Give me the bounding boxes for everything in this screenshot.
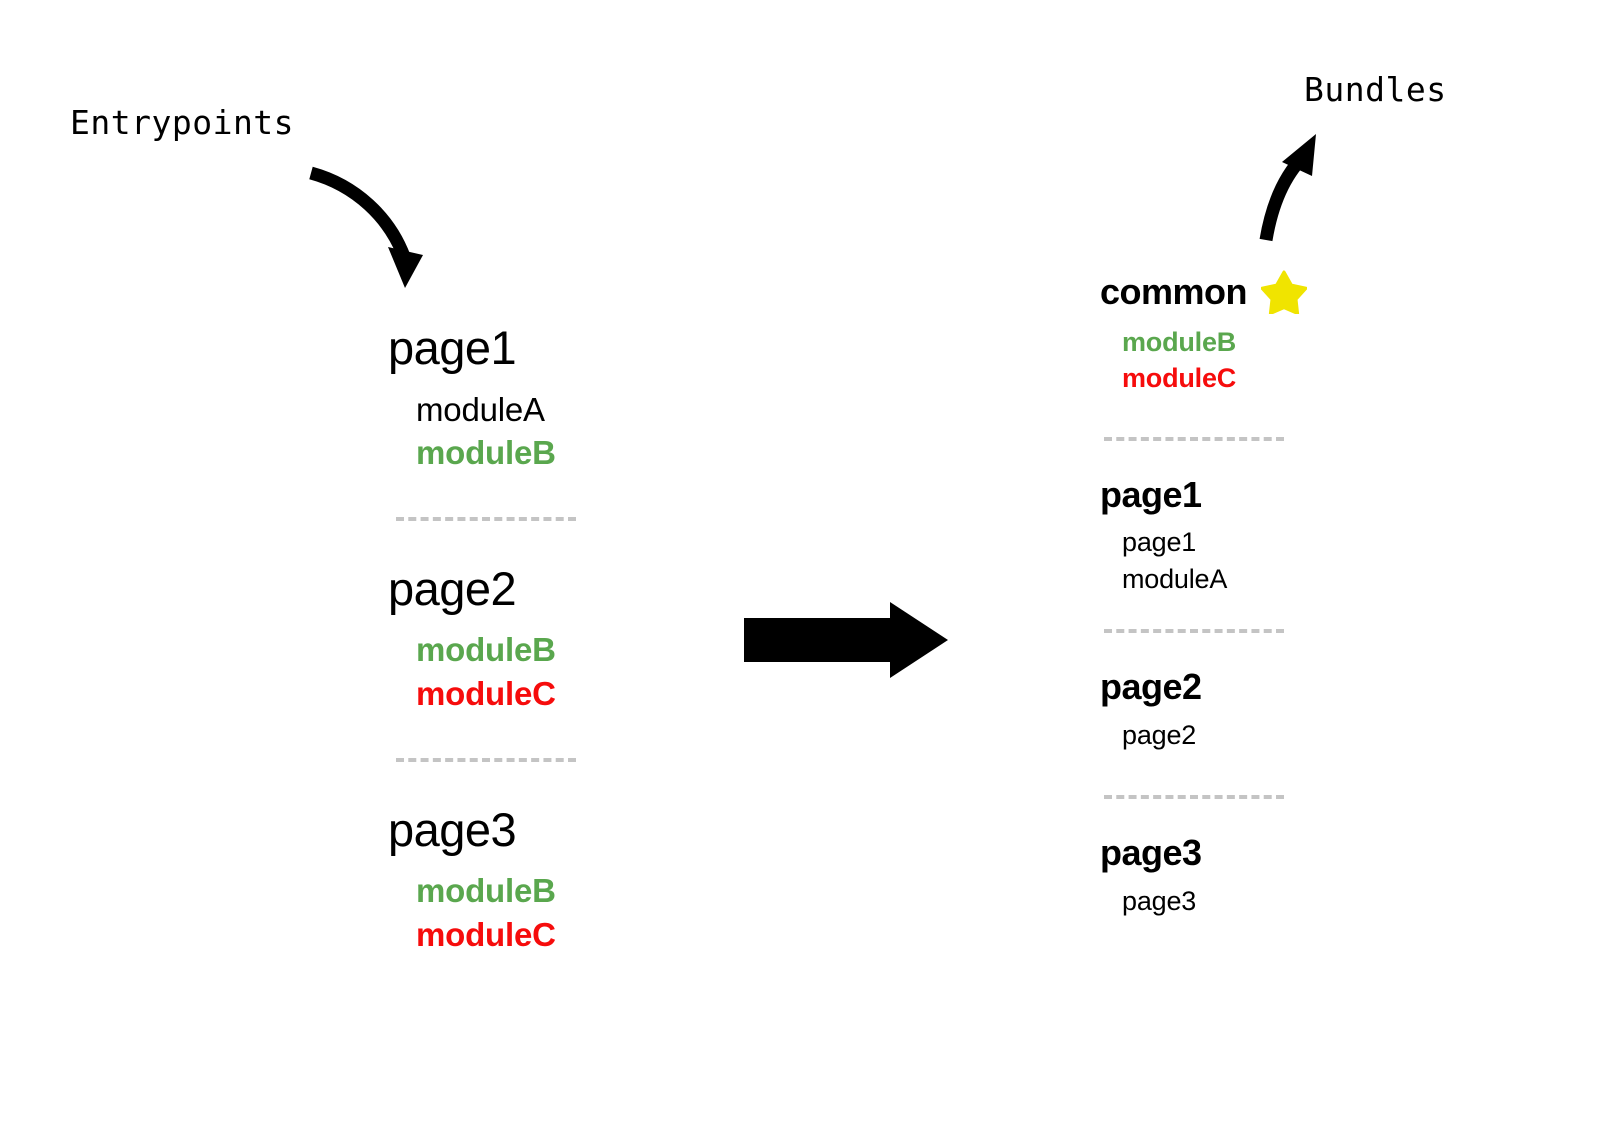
entrypoints-label: Entrypoints xyxy=(70,103,295,142)
bundle-item: page1 xyxy=(1122,527,1197,558)
entrypoint-item: moduleB xyxy=(416,631,556,669)
entrypoint-item-list: moduleA moduleB xyxy=(388,388,688,475)
entrypoint-item: moduleC xyxy=(416,675,556,713)
entrypoint-item-list: moduleB moduleC xyxy=(388,628,688,715)
entrypoint-heading: page1 xyxy=(388,321,517,374)
entrypoint-group-page1: page1 moduleA moduleB xyxy=(388,322,688,475)
bundle-item: moduleB xyxy=(1122,327,1237,357)
bundle-heading-row: page3 xyxy=(1100,833,1420,873)
bundle-heading: page1 xyxy=(1100,473,1202,515)
bundle-item: moduleC xyxy=(1122,363,1237,394)
bundle-group-common: common moduleB moduleC xyxy=(1100,270,1420,397)
bundle-divider xyxy=(1104,795,1284,800)
entrypoints-arrow-icon xyxy=(295,155,435,305)
bundle-heading: page2 xyxy=(1100,666,1202,708)
transform-arrow-icon xyxy=(742,600,952,680)
bundle-item-list: page2 xyxy=(1100,717,1420,753)
bundle-item-list: page3 xyxy=(1100,883,1420,919)
entrypoint-item: moduleB xyxy=(416,434,556,472)
bundle-divider xyxy=(1104,436,1284,441)
bundle-item-list: moduleB moduleC xyxy=(1100,324,1420,397)
bundle-divider xyxy=(1104,629,1284,634)
bundle-heading: common xyxy=(1100,271,1248,313)
bundle-group-page3: page3 page3 xyxy=(1100,833,1420,919)
bundle-heading-row: page2 xyxy=(1100,667,1420,707)
entrypoint-divider xyxy=(396,757,576,762)
bundles-label: Bundles xyxy=(1304,70,1447,109)
bundle-group-page1: page1 page1 moduleA xyxy=(1100,475,1420,597)
entrypoint-group-page3: page3 moduleB moduleC xyxy=(388,802,688,957)
bundle-heading-row: page1 xyxy=(1100,475,1420,515)
entrypoint-heading: page2 xyxy=(388,561,517,615)
bundles-column: common moduleB moduleC page1 page1 modul… xyxy=(1100,270,1420,919)
bundle-heading: page3 xyxy=(1100,832,1202,874)
entrypoints-column: page1 moduleA moduleB page2 moduleB modu… xyxy=(388,322,688,956)
entrypoint-item: moduleA xyxy=(416,390,545,428)
bundles-arrow-icon xyxy=(1228,128,1338,253)
bundle-item: page3 xyxy=(1122,885,1197,916)
entrypoint-group-page2: page2 moduleB moduleC xyxy=(388,563,688,716)
entrypoint-divider xyxy=(396,516,576,521)
bundle-item-list: page1 moduleA xyxy=(1100,524,1420,597)
star-icon xyxy=(1261,270,1308,314)
entrypoint-item: moduleB xyxy=(416,872,556,910)
entrypoint-item: moduleC xyxy=(416,915,556,953)
entrypoint-item-list: moduleB moduleC xyxy=(388,869,688,956)
bundle-group-page2: page2 page2 xyxy=(1100,667,1420,753)
bundle-heading-row: common xyxy=(1100,270,1420,314)
bundle-item: page2 xyxy=(1122,719,1197,750)
entrypoint-heading: page3 xyxy=(388,802,517,856)
bundle-item: moduleA xyxy=(1122,563,1228,594)
